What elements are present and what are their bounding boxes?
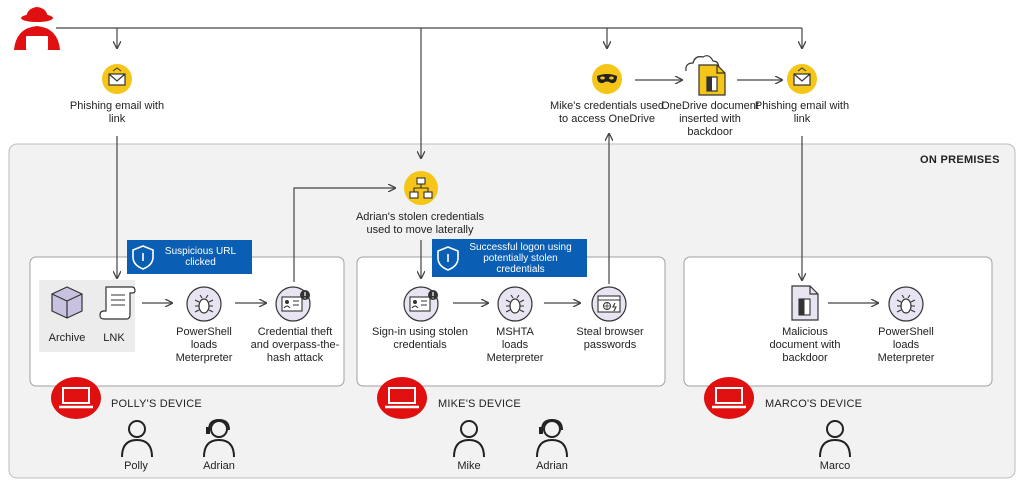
mike-onedrive-label: Mike's credentials used to access OneDri… <box>550 100 664 125</box>
alert-suspicious-url-text: Suspicious URL clicked <box>164 246 237 268</box>
laptop-icon <box>377 377 427 419</box>
laptop-icon <box>704 377 754 419</box>
headset-user-icon <box>536 418 568 458</box>
envelope-icon <box>102 64 132 94</box>
ps2-label: PowerShell loads Meterpreter <box>877 326 935 364</box>
person-adrian1-label: Adrian <box>203 460 235 472</box>
user-icon <box>121 420 153 458</box>
alert-suspicious-url: Suspicious URL clicked <box>127 240 252 274</box>
id-card-icon <box>275 286 311 322</box>
cred-theft-label: Credential theft and overpass-the-hash a… <box>250 326 340 364</box>
onedrive-label: OneDrive document inserted with backdoor <box>661 100 759 138</box>
person-adrian2-label: Adrian <box>536 460 568 472</box>
shield-icon <box>437 246 459 271</box>
bug-icon <box>888 286 924 322</box>
headset-user-icon <box>203 418 235 458</box>
malicious-label: Malicious document with backdoor <box>769 326 841 364</box>
network-icon <box>404 171 438 205</box>
alert-successful-logon: Successful logon using potentially stole… <box>432 239 587 277</box>
mask-icon <box>592 64 622 94</box>
archive-label: Archive <box>48 332 86 344</box>
archive-icon <box>51 286 83 319</box>
phish2-label: Phishing email with link <box>754 100 850 125</box>
browser-icon <box>591 286 627 322</box>
id-card-icon <box>403 286 439 322</box>
scroll-icon <box>99 286 136 320</box>
envelope-icon <box>787 64 817 94</box>
attacker-icon <box>14 7 60 50</box>
person-mike-label: Mike <box>457 460 481 472</box>
shield-icon <box>132 245 154 270</box>
person-polly-label: Polly <box>124 460 148 472</box>
signin-label: Sign-in using stolen credentials <box>371 326 468 351</box>
laptop-icon <box>51 377 101 419</box>
bug-icon <box>497 286 533 322</box>
lnk-label: LNK <box>103 332 125 344</box>
user-icon <box>819 420 851 458</box>
document-icon <box>791 285 819 321</box>
connector-cred-to-adrian <box>293 188 395 282</box>
on-premises-label: ON PREMISES <box>920 154 1000 166</box>
mike-device-label: MIKE'S DEVICE <box>438 398 521 410</box>
cloud-document-icon <box>685 55 726 96</box>
marco-device-box <box>683 256 993 387</box>
adrian-creds-label: Adrian's stolen credentials used to move… <box>355 211 485 236</box>
alert-successful-logon-text: Successful logon using potentially stole… <box>469 241 572 275</box>
person-marco-label: Marco <box>819 460 851 472</box>
marco-device-label: MARCO'S DEVICE <box>765 398 863 410</box>
browser-label: Steal browser passwords <box>576 326 644 351</box>
user-icon <box>453 420 485 458</box>
phish1-label: Phishing email with link <box>69 100 165 125</box>
polly-device-label: POLLY'S DEVICE <box>111 398 202 410</box>
ps1-label: PowerShell loads Meterpreter <box>175 326 233 364</box>
mshta-label: MSHTA loads Meterpreter <box>486 326 544 364</box>
bug-icon <box>186 286 222 322</box>
